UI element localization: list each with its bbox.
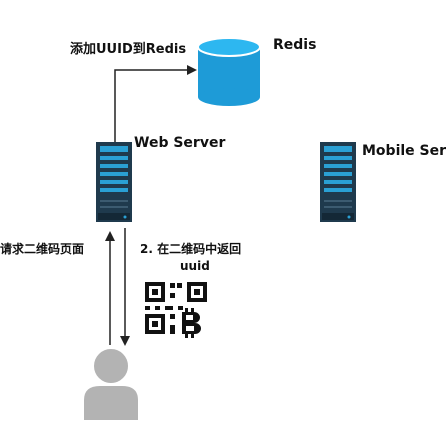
arrow-add-uuid: [114, 65, 197, 142]
label-request-qr: 请求二维码页面: [0, 242, 85, 256]
mobile-server-icon: [320, 142, 356, 222]
label-add-uuid: 添加UUID到Redis: [70, 42, 187, 57]
redis-cylinder-icon: [197, 37, 261, 106]
label-mobile-server: Mobile Serv: [362, 143, 446, 159]
label-redis: Redis: [273, 37, 317, 53]
label-web-server: Web Server: [134, 135, 226, 151]
qr-code-icon: [145, 282, 207, 338]
label-uuid: uuid: [180, 259, 210, 273]
label-return-step: 2. 在二维码中返回: [140, 242, 242, 256]
web-server-icon: [96, 142, 132, 222]
user-icon: [84, 347, 138, 420]
